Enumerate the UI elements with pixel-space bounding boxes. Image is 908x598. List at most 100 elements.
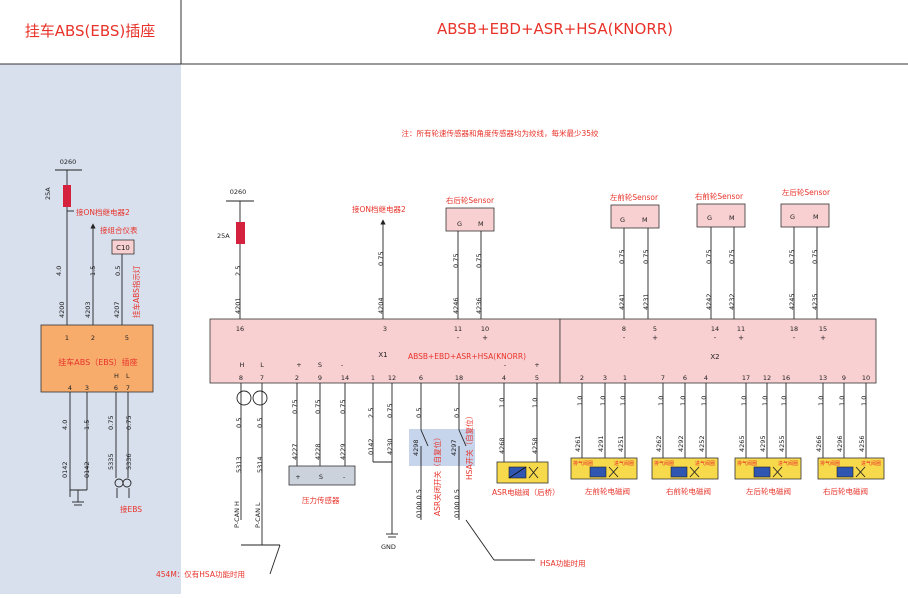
- socket-pin-6: 6: [114, 384, 118, 392]
- ecu-x2-pin-13: 13: [819, 374, 827, 382]
- ecu-x1-box: [209, 318, 561, 384]
- ecu-mark-3: -: [623, 334, 626, 342]
- ecu-x2-pin-1: 1: [623, 374, 627, 382]
- pcan-l-label: P-CAN L: [254, 502, 262, 528]
- left-header: [0, 0, 181, 64]
- sensor-lr-label: 左后轮Sensor: [782, 187, 831, 197]
- left-title: 挂车ABS(EBS)插座: [25, 22, 156, 40]
- sensor-rf-label: 右前轮Sensor: [695, 191, 744, 201]
- ecu-tpin-16: 16: [236, 325, 244, 333]
- socket-pin-1: 1: [65, 334, 69, 342]
- ecu-x2-pin-10: 10: [862, 374, 870, 382]
- pressure-label: 压力传感器: [302, 495, 340, 505]
- gnd-size-2: 0.75: [386, 404, 394, 418]
- asr-switch-label: ASR关闭开关（自复位）: [432, 433, 442, 516]
- rf-size-3: 1.0: [700, 396, 708, 406]
- ecu-tsize-3: 0.75: [452, 254, 460, 268]
- press-mark-s: S: [319, 473, 323, 481]
- left-size-1: 4.0: [55, 266, 63, 276]
- lf-wire-1: 4261: [574, 435, 582, 452]
- press-mark-minus: -: [343, 473, 346, 481]
- ecu-twire-5: 4241: [618, 293, 626, 310]
- left-bwire-3: 5335: [107, 453, 115, 470]
- ecu-asr-minus: -: [504, 361, 507, 369]
- asr-valve-label: ASR电磁阀（后桥）: [492, 487, 560, 497]
- rr-wire-3: 4256: [858, 435, 866, 452]
- socket-pin-3: 3: [85, 384, 89, 392]
- valve-right-rear: 1.0 1.0 1.0 4266 4296 4256 排气阀圈 进气阀圈 右后轮…: [815, 383, 885, 496]
- asr-v-size-2: 1.0: [531, 398, 539, 408]
- ecu-tsize-5: 0.75: [618, 250, 626, 264]
- rr-size-2: 1.0: [838, 396, 846, 406]
- ecu-bpin-7: 7: [260, 374, 264, 382]
- rr-coil-icon: [836, 466, 854, 478]
- sensor-rf-box: [696, 203, 746, 228]
- sensor-lr-box: [780, 203, 830, 228]
- rf-size-1: 1.0: [657, 396, 665, 406]
- lr-tag-exhaust: 排气阀圈: [737, 460, 757, 467]
- ecu-tsize-6: 0.75: [642, 250, 650, 264]
- ecu-fuse: [236, 222, 245, 244]
- ecu-tpin-8: 8: [622, 325, 626, 333]
- asr-sw-size: 0.5: [415, 408, 423, 418]
- pressure-sensor-box: [288, 465, 356, 486]
- sensor-lf-box: [610, 204, 660, 229]
- ecu-tsize-9: 0.75: [788, 250, 796, 264]
- sensor-rr-m: M: [478, 220, 484, 228]
- ecu-x2-pin-6: 6: [683, 374, 687, 382]
- ecu-tsize-1: 2.5: [234, 266, 242, 276]
- can-h-wire: 5313: [235, 456, 243, 473]
- press-size-1: 0.75: [291, 400, 299, 414]
- ecu-bpin-4: 4: [502, 374, 506, 382]
- ecu-tpin-5: 5: [653, 325, 657, 333]
- ecu-tpin-11: 11: [454, 325, 462, 333]
- hsa-sw-bottom: 0100 0.5: [453, 489, 461, 518]
- abs-lamp-label: 挂车ABS指示灯: [131, 265, 141, 318]
- cluster-label: 接组合仪表: [100, 225, 138, 235]
- rr-wire-2: 4296: [836, 435, 844, 452]
- rf-wire-2: 4292: [677, 435, 685, 452]
- ecu-x1-label: X1: [378, 351, 387, 359]
- socket-pin-2: 2: [91, 334, 95, 342]
- rf-wire-1: 4262: [655, 435, 663, 452]
- left-bwire-1: 0142: [61, 461, 69, 478]
- ecu-twire-8: 4232: [728, 293, 736, 310]
- socket-l: L: [126, 372, 130, 380]
- ecu-tsize-10: 0.75: [811, 250, 819, 264]
- left-bsize-3: 0.75: [107, 416, 115, 430]
- ecu-mark-6: +: [738, 334, 744, 342]
- sensor-lf-label: 左前轮Sensor: [610, 192, 659, 202]
- ecu-fuse-wire: 0260: [230, 188, 247, 196]
- ecu-bpin-1: 1: [371, 374, 375, 382]
- lr-size-1: 1.0: [740, 396, 748, 406]
- lr-size-3: 1.0: [780, 396, 788, 406]
- ecu-bpin-14: 14: [341, 374, 349, 382]
- sensor-lf-m: M: [642, 216, 648, 224]
- ecu-mark-5: -: [714, 334, 717, 342]
- ecu-bpin-6: 6: [419, 374, 423, 382]
- ecu-top-wiring: 0260 25A 接ON档继电器2 右后轮Sensor G M 左前轮Senso…: [217, 187, 831, 319]
- gnd-wire-2: 4230: [386, 438, 394, 455]
- left-trailer-circuit: 0260 25A 接ON档继电器2 接组合仪表 C10 挂车ABS指示灯 4.0…: [40, 158, 154, 514]
- ecu-minus: -: [341, 361, 344, 369]
- left-size-3: 0.5: [114, 266, 122, 276]
- press-size-2: 0.75: [314, 400, 322, 414]
- lr-tag-intake: 进气阀圈: [778, 460, 798, 467]
- lf-size-2: 1.0: [599, 396, 607, 406]
- ecu-bpin-5: 5: [535, 374, 539, 382]
- ecu-bpin-9: 9: [318, 374, 322, 382]
- press-mark-plus: +: [295, 473, 300, 481]
- ecu-tsize-7: 0.75: [705, 250, 713, 264]
- ecu-tpin-15: 15: [819, 325, 827, 333]
- sensor-lr-g: G: [790, 213, 795, 221]
- rr-wire-1: 4266: [815, 435, 823, 452]
- left-fuse-wire: 0260: [60, 158, 77, 166]
- rf-wire-3: 4252: [698, 435, 706, 452]
- trailer-socket: [40, 324, 154, 393]
- ecu-bottom-wiring: 0.5 0.5 5313 5314 P-CAN H P-CAN L 0.75 0…: [156, 383, 885, 579]
- asr-v-size-1: 1.0: [498, 398, 506, 408]
- ecu-twire-4: 4236: [475, 297, 483, 314]
- switch-area: [409, 429, 475, 466]
